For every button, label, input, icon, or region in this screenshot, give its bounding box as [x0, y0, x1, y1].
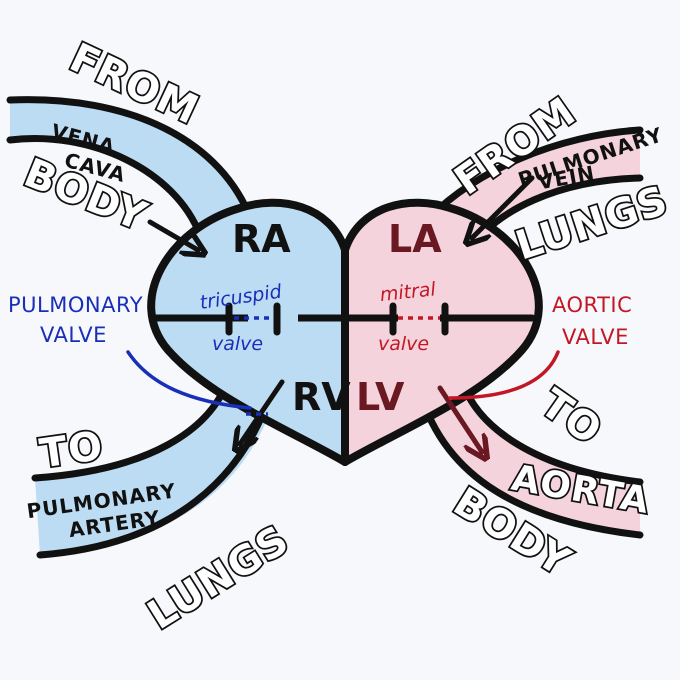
- label-tricuspid-valve: valve: [212, 333, 263, 355]
- flow-arrow-icon: [472, 175, 535, 238]
- label-to-left: TO: [37, 423, 106, 477]
- label-pulmonary-valve-line2: VALVE: [40, 323, 107, 347]
- mitral-valve: [389, 302, 449, 336]
- label-pulmonary-valve-line1: PULMONARY: [8, 293, 143, 317]
- label-lungs-destination: LUNGS: [140, 517, 297, 639]
- heart-outline: [147, 198, 543, 466]
- label-to-right: TO: [532, 380, 610, 454]
- label-left-ventricle: LV: [356, 375, 405, 419]
- label-aortic-valve-line1: AORTIC: [552, 293, 632, 317]
- label-left-atrium: LA: [388, 217, 442, 261]
- label-mitral-valve: valve: [378, 333, 429, 355]
- tricuspid-valve: [225, 302, 298, 336]
- label-aortic-valve-line2: VALVE: [562, 325, 629, 349]
- label-right-atrium: RA: [232, 217, 291, 261]
- heart-right-side: [151, 202, 345, 462]
- vena-cava-vessel: [6, 96, 256, 239]
- label-right-ventricle: RV: [292, 375, 351, 419]
- pulmonary-valve-pointer: [126, 350, 252, 410]
- flow-arrow-icon: [147, 219, 198, 250]
- aortic-valve-pointer: [448, 350, 560, 400]
- flow-arrow-icon: [437, 385, 482, 452]
